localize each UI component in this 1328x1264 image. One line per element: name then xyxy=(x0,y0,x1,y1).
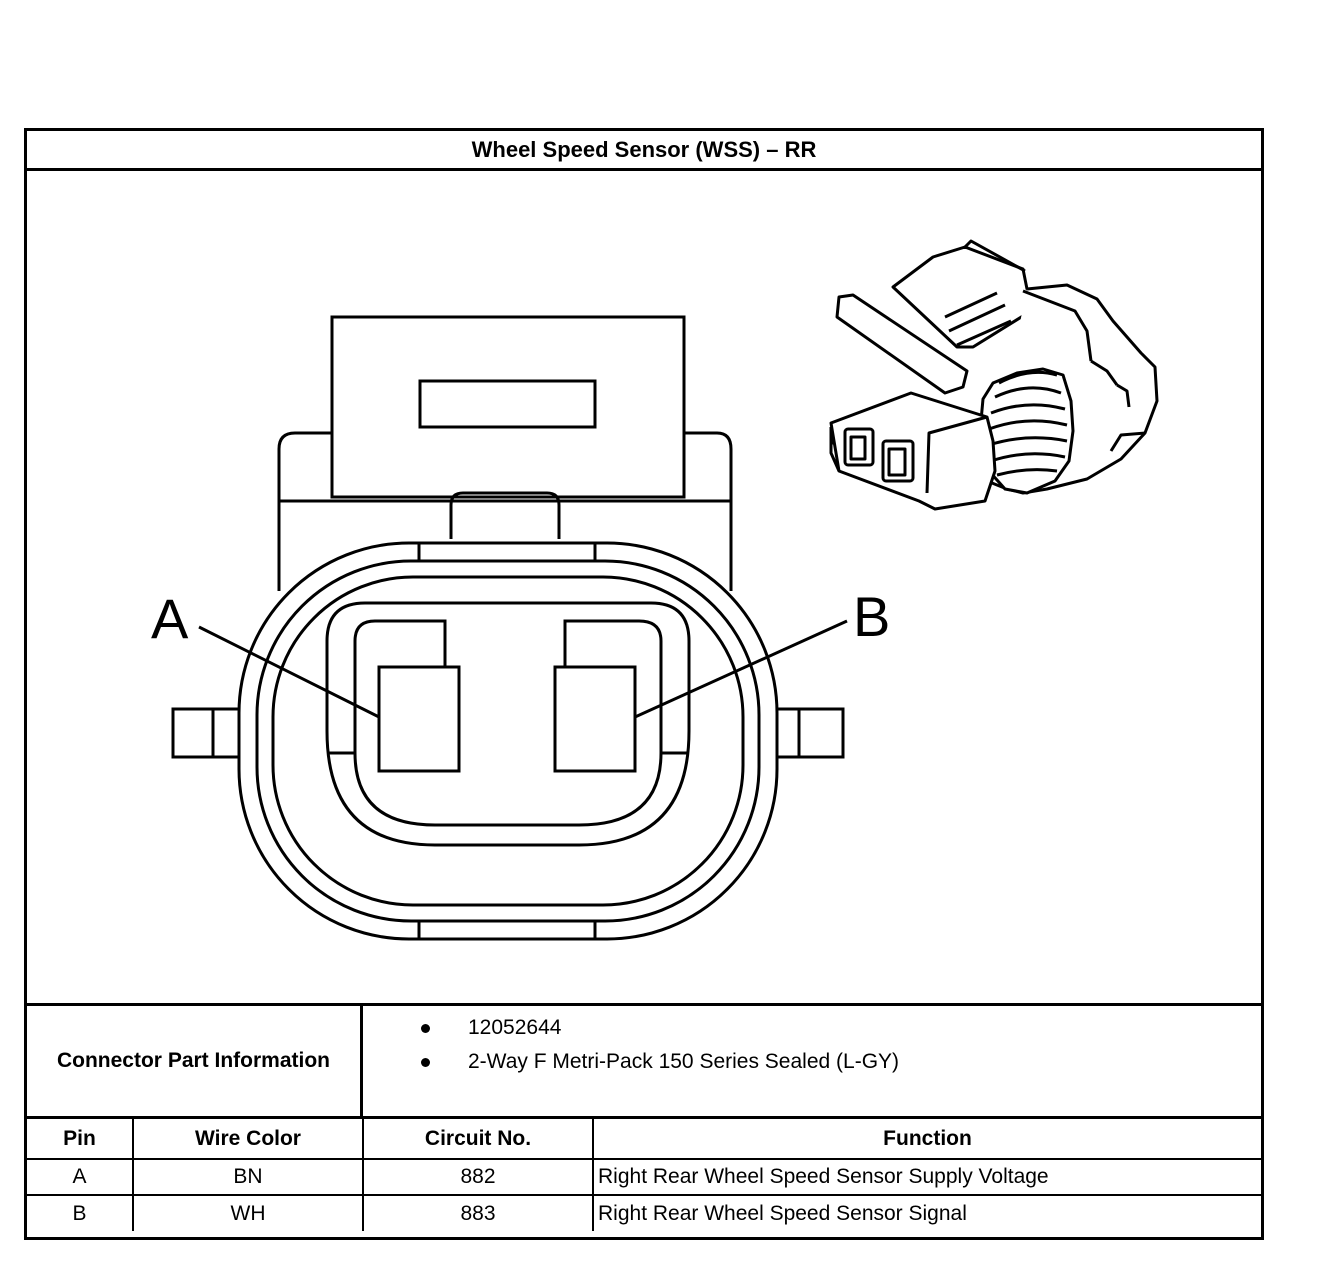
connector-latch-window xyxy=(418,379,597,429)
pin-table-header: Pin Wire Color Circuit No. Function xyxy=(27,1119,1261,1160)
connector-key xyxy=(449,491,561,539)
table-row: A BN 882 Right Rear Wheel Speed Sensor S… xyxy=(27,1158,1261,1196)
cell-circuit-no: 882 xyxy=(362,1158,594,1196)
cell-function: Right Rear Wheel Speed Sensor Signal xyxy=(592,1194,1261,1231)
connector-part-info-label: Connector Part Information xyxy=(27,1006,363,1116)
header-pin: Pin xyxy=(27,1119,134,1160)
connector-part-info-list: 12052644 2-Way F Metri-Pack 150 Series S… xyxy=(363,1006,1261,1116)
header-wire-color: Wire Color xyxy=(132,1119,364,1160)
terminal-a xyxy=(377,665,461,773)
cell-pin: A xyxy=(27,1158,134,1196)
bullet-icon xyxy=(421,1023,430,1033)
connector-sheet: Wheel Speed Sensor (WSS) – RR xyxy=(24,128,1264,1240)
connector-face-drawing xyxy=(171,239,1159,941)
connector-shoulders xyxy=(277,431,733,591)
cell-wire-color: WH xyxy=(132,1194,364,1231)
pin-label-a: A xyxy=(151,587,189,650)
info-item-description: 2-Way F Metri-Pack 150 Series Sealed (L-… xyxy=(421,1050,899,1074)
bullet-icon xyxy=(421,1057,430,1067)
cell-circuit-no: 883 xyxy=(362,1194,594,1231)
header-function: Function xyxy=(592,1119,1261,1160)
connector-tab-right xyxy=(771,707,845,759)
leader-line-a xyxy=(198,625,380,719)
connector-3d-illustration xyxy=(829,239,1159,511)
cell-wire-color: BN xyxy=(132,1158,364,1196)
connector-seal-ring xyxy=(271,575,745,907)
info-item-part-number: 12052644 xyxy=(421,1016,561,1040)
connector-cavity xyxy=(325,601,691,847)
table-row: B WH 883 Right Rear Wheel Speed Sensor S… xyxy=(27,1194,1261,1231)
pin-table: Pin Wire Color Circuit No. Function A BN… xyxy=(27,1119,1261,1231)
connector-latch-block xyxy=(330,315,686,499)
info-item-text: 2-Way F Metri-Pack 150 Series Sealed (L-… xyxy=(468,1050,900,1073)
connector-cavity-inner xyxy=(329,619,687,755)
cell-pin: B xyxy=(27,1194,134,1231)
connector-body-ring xyxy=(255,559,761,923)
leader-line-b xyxy=(634,619,848,719)
sheet-title: Wheel Speed Sensor (WSS) – RR xyxy=(27,131,1261,171)
header-circuit-no: Circuit No. xyxy=(362,1119,594,1160)
info-item-text: 12052644 xyxy=(468,1016,562,1039)
connector-body-outer xyxy=(237,541,779,941)
connector-diagram: A B xyxy=(27,171,1261,1003)
pin-label-b: B xyxy=(853,585,891,648)
connector-part-info: Connector Part Information 12052644 2-Wa… xyxy=(27,1003,1261,1119)
connector-tab-left xyxy=(171,707,245,759)
cell-function: Right Rear Wheel Speed Sensor Supply Vol… xyxy=(592,1158,1261,1196)
terminal-b xyxy=(553,665,637,773)
